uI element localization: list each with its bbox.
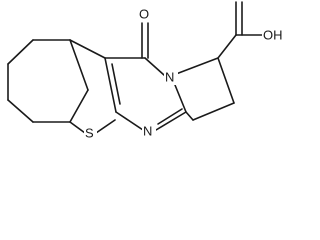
atom-label-nitrogen-imine: N — [142, 123, 156, 139]
atom-label-sulfur: S — [84, 125, 97, 141]
svg-text:S: S — [85, 126, 94, 141]
atom-label-oxygen-ketone: O — [138, 6, 152, 22]
svg-text:OH: OH — [263, 28, 283, 43]
pyrimidinone-ring — [104, 57, 187, 131]
svg-text:N: N — [143, 124, 152, 139]
carbonyl-group — [141, 22, 149, 59]
cyclohexane-ring — [7, 39, 71, 123]
carboxylic-acid-group — [217, 1, 263, 59]
atom-label-nitrogen-ring: N — [164, 69, 178, 85]
pyrrolidine-ring — [175, 57, 235, 121]
chemical-structure-drawing: O N N S OH — [7, 1, 290, 141]
svg-text:N: N — [165, 70, 174, 85]
thiophene-ring — [69, 39, 121, 134]
svg-text:O: O — [139, 7, 149, 22]
atom-label-carboxyl-hydroxyl: OH — [262, 27, 290, 43]
